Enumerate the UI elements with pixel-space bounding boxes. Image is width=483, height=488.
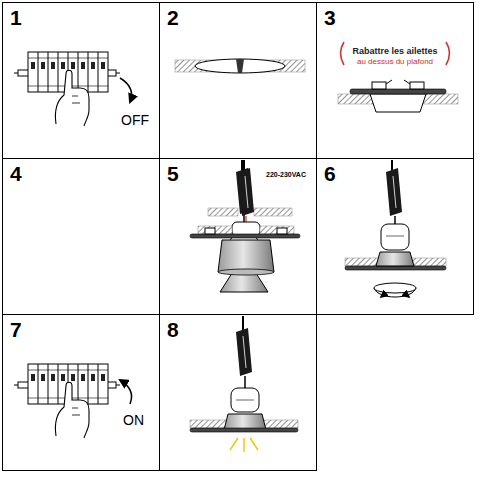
step-panel: 5 220-230VAC [159, 158, 317, 315]
step-panel: 4 [2, 158, 160, 315]
step-number: 4 [10, 162, 22, 185]
step-panel: 1OFF [2, 2, 160, 159]
voltage-label: 220-230VAC [266, 171, 306, 179]
step-panel: 3Rabattre les ailettesau dessus du plafo… [316, 2, 474, 159]
step-number: 8 [167, 318, 179, 341]
step-number: 1 [10, 6, 22, 29]
step-panel: 7ON [2, 314, 160, 471]
step-number: 2 [167, 6, 179, 29]
instruction-label: Rabattre les ailettes [317, 47, 473, 57]
step-number: 3 [324, 6, 336, 29]
step-panel: 2 [159, 2, 317, 159]
step-panel: 6 [316, 158, 474, 315]
switch-label: OFF [121, 113, 149, 128]
instruction-label: au dessus du plafond [317, 58, 473, 67]
step-number: 5 [167, 162, 179, 185]
step-number: 6 [324, 162, 336, 185]
step-panel: 8 [159, 314, 317, 471]
switch-label: ON [123, 413, 144, 428]
step-number: 7 [10, 318, 22, 341]
